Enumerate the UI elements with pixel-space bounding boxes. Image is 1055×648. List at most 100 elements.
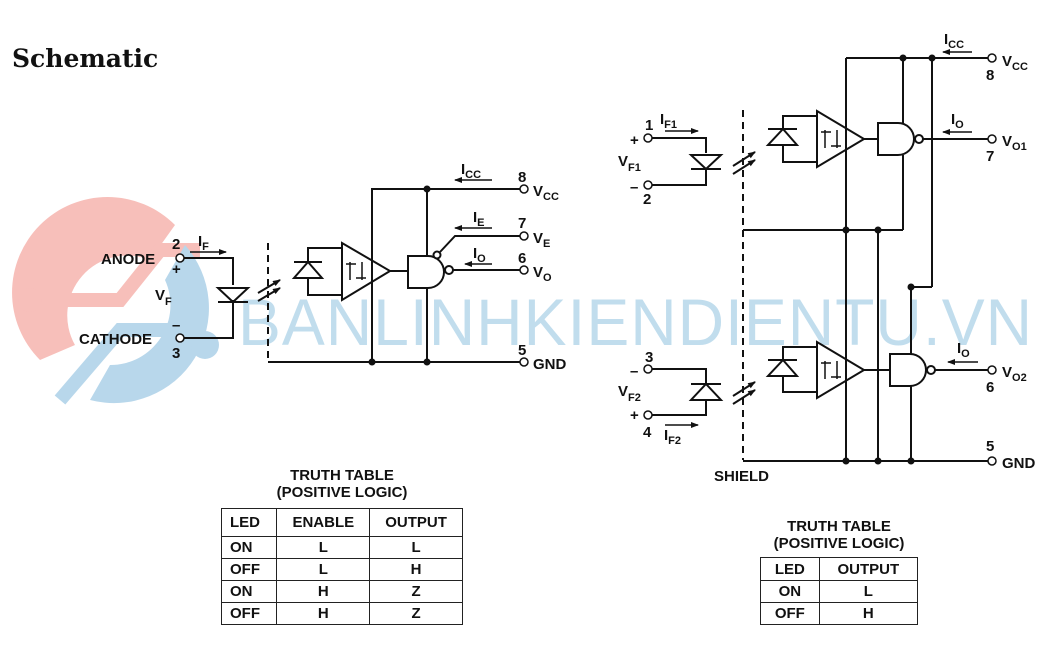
table-cell: H — [276, 602, 371, 625]
pin-2-number: 2 — [172, 236, 180, 253]
pin-4-number: 4 — [643, 424, 652, 441]
vcc-label: VCC — [533, 183, 559, 203]
pin-8-terminal — [519, 184, 529, 194]
table-cell: H — [818, 602, 919, 625]
nand-gate-2-icon — [889, 353, 927, 387]
watermark-logo — [12, 197, 219, 405]
cathode-label: CATHODE — [79, 331, 152, 348]
table-cell: Z — [369, 602, 463, 625]
pin-1-number: 1 — [645, 117, 653, 134]
shield-label: SHIELD — [714, 468, 769, 485]
table-row: OFF H Z — [220, 602, 463, 625]
vf-label: VF — [155, 287, 172, 308]
table-header-row: LED ENABLE OUTPUT — [220, 508, 463, 537]
truth-table-1-title-line1: TRUTH TABLE — [290, 467, 394, 484]
anode-polarity: + — [172, 261, 181, 278]
table-cell: ON — [220, 580, 278, 603]
table-cell: H — [369, 558, 463, 581]
led-1-icon — [688, 154, 724, 171]
if1-label: IF1 — [660, 111, 677, 131]
output-bubble — [444, 265, 454, 275]
table-cell: L — [276, 558, 371, 581]
amplifier-1-icon — [816, 109, 866, 169]
pin-1-polarity: + — [630, 132, 639, 149]
pin-2-terminal — [175, 253, 185, 263]
truth-table-2: LED OUTPUT ON L OFF H — [760, 557, 919, 625]
amplifier-2-icon — [816, 340, 866, 400]
pin-2-number: 2 — [643, 191, 651, 208]
table-row: ON L L — [220, 536, 463, 559]
icc-label: ICC — [461, 161, 481, 181]
if2-label: IF2 — [664, 427, 681, 447]
enable-bubble — [432, 250, 442, 260]
pin-3-polarity: – — [630, 363, 638, 380]
vo-label: VO — [533, 264, 552, 284]
pin-7-number: 7 — [986, 148, 994, 165]
vf1-label: VF1 — [618, 153, 641, 174]
table-cell: L — [369, 536, 463, 559]
truth-table-1: LED ENABLE OUTPUT ON L L OFF L H ON H Z … — [220, 508, 463, 625]
table-header-row: LED OUTPUT — [760, 557, 919, 581]
table-cell: ON — [220, 536, 278, 559]
single-pin-terminals — [175, 184, 529, 367]
dual-junctions — [842, 54, 936, 465]
anode-label: ANODE — [101, 251, 155, 268]
table-cell: OFF — [220, 558, 278, 581]
truth-table-2-title-line1: TRUTH TABLE — [787, 518, 891, 535]
pin-8-number: 8 — [518, 169, 526, 186]
truth-table-1-title: TRUTH TABLE (POSITIVE LOGIC) — [222, 467, 462, 501]
pin-3-number: 3 — [645, 349, 653, 366]
pin-3-terminal — [175, 333, 185, 343]
column-header: ENABLE — [276, 508, 371, 537]
pin-8-number: 8 — [986, 67, 994, 84]
pin-5-number: 5 — [986, 438, 994, 455]
column-header: OUTPUT — [369, 508, 463, 537]
led-2-icon — [688, 382, 724, 401]
pin-2-polarity: – — [630, 179, 638, 196]
vo2-label: VO2 — [1002, 364, 1027, 384]
ie-label: IE — [473, 209, 485, 229]
gnd-label: GND — [533, 356, 567, 373]
ve-label: VE — [533, 230, 550, 250]
table-row: ON L — [760, 580, 919, 603]
table-row: ON H Z — [220, 580, 463, 603]
nand-gate-1-icon — [877, 122, 915, 156]
truth-table-2-title: TRUTH TABLE (POSITIVE LOGIC) — [758, 518, 920, 552]
table-cell: ON — [760, 580, 820, 603]
vcc-label: VCC — [1002, 53, 1028, 73]
pin-3-number: 3 — [172, 345, 180, 362]
vo1-label: VO1 — [1002, 133, 1027, 153]
dual-channel-circuit — [652, 57, 988, 462]
pin-4-polarity: + — [630, 407, 639, 424]
icc-label: ICC — [944, 31, 964, 51]
table-cell: L — [818, 580, 919, 603]
nand-gate-icon — [407, 255, 445, 289]
pin-6-terminal — [519, 265, 529, 275]
pin-5-terminal — [519, 357, 529, 367]
pin-6-number: 6 — [518, 250, 526, 267]
dual-pin-terminals — [643, 53, 997, 466]
table-cell: Z — [369, 580, 463, 603]
truth-table-1-title-line2: (POSITIVE LOGIC) — [276, 484, 408, 501]
io-label: IO — [473, 245, 486, 265]
table-row: OFF H — [760, 602, 919, 625]
cathode-polarity: – — [172, 317, 180, 334]
table-cell: H — [276, 580, 371, 603]
column-header: LED — [760, 557, 820, 581]
truth-table-2-title-line2: (POSITIVE LOGIC) — [773, 535, 905, 552]
gnd-label: GND — [1002, 455, 1036, 472]
if-label: IF — [198, 233, 209, 253]
table-cell: OFF — [220, 602, 278, 625]
amplifier-icon — [341, 241, 392, 302]
vf2-label: VF2 — [618, 383, 641, 404]
table-row: OFF L H — [220, 558, 463, 581]
single-channel-circuit — [184, 188, 520, 363]
single-junctions — [368, 185, 431, 366]
pin-7-number: 7 — [518, 215, 526, 232]
io1-label: IO — [951, 111, 964, 131]
pin-7-terminal — [519, 231, 529, 241]
pin-6-number: 6 — [986, 379, 994, 396]
table-cell: OFF — [760, 602, 820, 625]
column-header: LED — [220, 508, 278, 537]
pin-5-number: 5 — [518, 342, 526, 359]
